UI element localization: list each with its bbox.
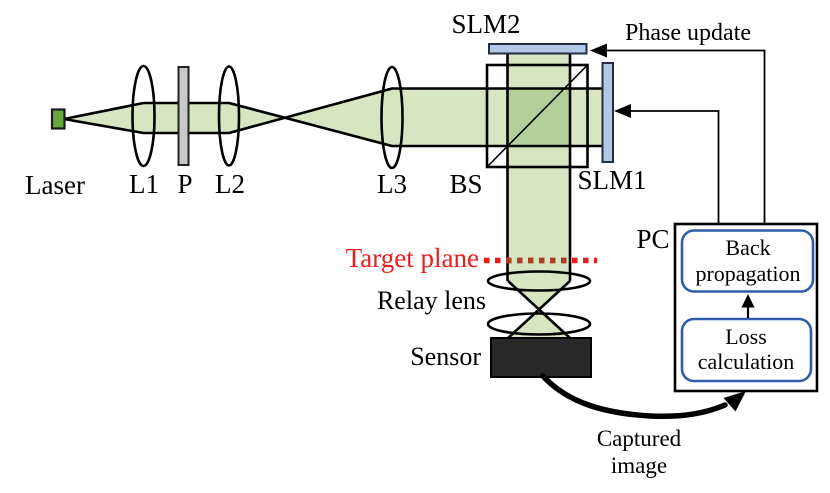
beam-focus-to-l3	[284, 88, 392, 146]
loss-calculation-label-line1: Loss	[725, 324, 767, 349]
back-propagation-label-line2: propagation	[695, 261, 800, 286]
beam-l3-to-slm1	[392, 88, 603, 146]
loss-to-backprop-arrow	[741, 294, 755, 318]
back-propagation-module	[680, 229, 815, 293]
bs-cube-outline	[485, 63, 589, 169]
relay-lens-bottom	[486, 312, 592, 336]
slm2-label: SLM2	[451, 9, 520, 39]
sensor-device	[490, 337, 592, 378]
slm1-arrowhead	[614, 104, 631, 118]
phase-update-label: Phase update	[625, 20, 751, 46]
captured-image-arrowhead	[723, 391, 746, 412]
lens-l3	[380, 65, 404, 170]
sensor-label: Sensor	[410, 342, 481, 371]
lens3-label: L3	[377, 169, 407, 199]
relay-lens-top	[486, 270, 592, 292]
slm2-device	[488, 43, 588, 55]
target-plane-label: Target plane	[346, 243, 479, 273]
beam-splitter-label: BS	[449, 169, 482, 199]
beam-relay-upper	[508, 281, 570, 310]
phase-update-connection-slm1	[614, 104, 720, 224]
pc-label: PC	[636, 224, 669, 254]
polarizer-label: P	[177, 169, 192, 199]
relay-lens-label: Relay lens	[377, 286, 486, 315]
bs-diagonal	[486, 64, 589, 168]
lens2-label: L2	[215, 169, 245, 199]
loss-calculation-label-line2: calculation	[698, 349, 795, 374]
polarizer-plate	[177, 66, 190, 166]
loss-to-backprop-arrowhead	[741, 294, 755, 308]
slm1-device	[601, 62, 614, 163]
back-propagation-label-line1: Back	[725, 235, 770, 260]
phase-update-connection-slm2	[590, 43, 766, 224]
beam-laser-to-l2	[64, 103, 285, 133]
laser-beam-path	[63, 53, 603, 339]
slm1-label: SLM1	[577, 165, 646, 195]
captured-image-cable	[540, 373, 728, 420]
captured-image-label-line2: image	[611, 453, 667, 478]
slm2-arrowhead	[590, 43, 607, 58]
captured-image-label-line1: Captured	[597, 426, 682, 451]
loss-calculation-module	[680, 317, 813, 383]
beam-edge-bottom	[63, 87, 603, 135]
lens-l1	[131, 64, 156, 168]
laser-label: Laser	[25, 170, 85, 200]
laser-source	[50, 108, 66, 130]
beam-edge-top	[63, 101, 603, 148]
lens-l2	[217, 65, 241, 167]
lens1-label: L1	[129, 169, 159, 199]
beam-relay-lower	[508, 309, 570, 338]
beam-splitter-cube	[485, 63, 589, 169]
